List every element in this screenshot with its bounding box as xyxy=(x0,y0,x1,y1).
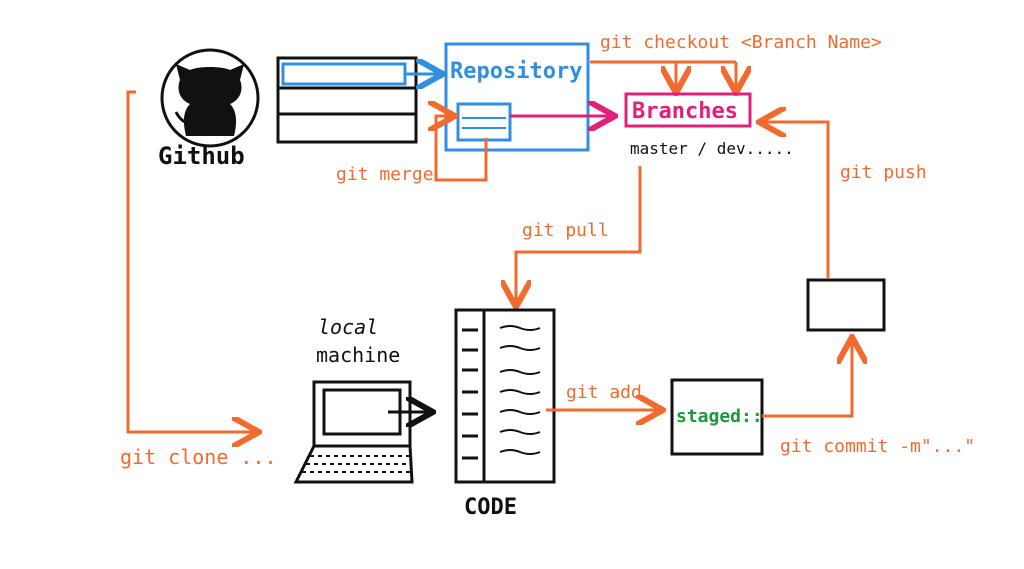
code-document xyxy=(454,308,556,484)
clone-line xyxy=(126,90,256,432)
merge-loop-line xyxy=(436,116,488,182)
branches-sublabel: master / dev..... xyxy=(630,139,794,158)
repository-label: Repository xyxy=(450,59,582,84)
github-label: Github xyxy=(158,142,245,170)
repo-table-highlight-row xyxy=(281,62,407,86)
local-label-line2: machine xyxy=(316,343,400,367)
edge-label-push: git push xyxy=(840,162,927,183)
local-repo-box xyxy=(806,278,886,332)
edge-label-pull: git pull xyxy=(522,220,609,241)
staged-label: staged:: xyxy=(676,406,763,427)
repository-box xyxy=(444,42,590,152)
code-label: CODE xyxy=(464,495,517,520)
repository-inner-box xyxy=(456,102,512,142)
local-label-line1: local xyxy=(318,315,378,339)
edge-label-merge: git merge xyxy=(336,164,434,185)
branches-box xyxy=(624,92,752,128)
push-line xyxy=(762,122,830,278)
edge-label-add: git add xyxy=(566,382,642,403)
edge-label-commit: git commit -m"..." xyxy=(780,436,975,457)
commit-line xyxy=(762,340,852,418)
github-logo-icon xyxy=(160,48,260,148)
edge-label-clone: git clone ... xyxy=(120,445,277,469)
edge-label-checkout: git checkout <Branch Name> xyxy=(600,32,882,53)
laptop-icon xyxy=(293,380,414,484)
pull-line xyxy=(516,166,642,304)
branches-label: Branches xyxy=(632,99,738,124)
repo-table xyxy=(276,56,418,144)
